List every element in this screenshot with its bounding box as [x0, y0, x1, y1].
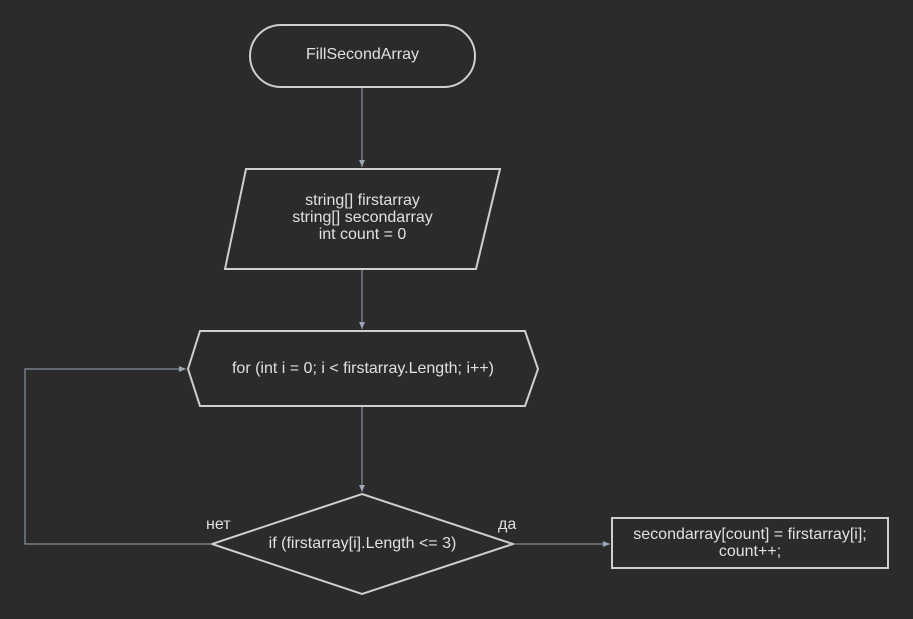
action-process-label: secondarray[count] = firstarray[i]; coun… — [633, 526, 867, 560]
edge-no-label: нет — [206, 516, 231, 533]
start-terminal-label: FillSecondArray — [306, 46, 419, 63]
edge-yes-label: да — [498, 516, 517, 533]
condition-diamond-label: if (firstarray[i].Length <= 3) — [268, 535, 457, 552]
action-process-shape[interactable] — [611, 517, 889, 569]
start-terminal-shape[interactable] — [249, 24, 476, 88]
input-parallelogram-shape[interactable] — [223, 168, 502, 270]
loop-hexagon-shape[interactable] — [186, 330, 540, 407]
edge-condition-no-loopback — [24, 366, 212, 545]
loop-hexagon-label: for (int i = 0; i < firstarray.Length; i… — [231, 360, 495, 377]
condition-diamond-shape[interactable] — [208, 492, 517, 596]
input-parallelogram-label: string[] firstarray string[] secondarray… — [292, 192, 433, 243]
